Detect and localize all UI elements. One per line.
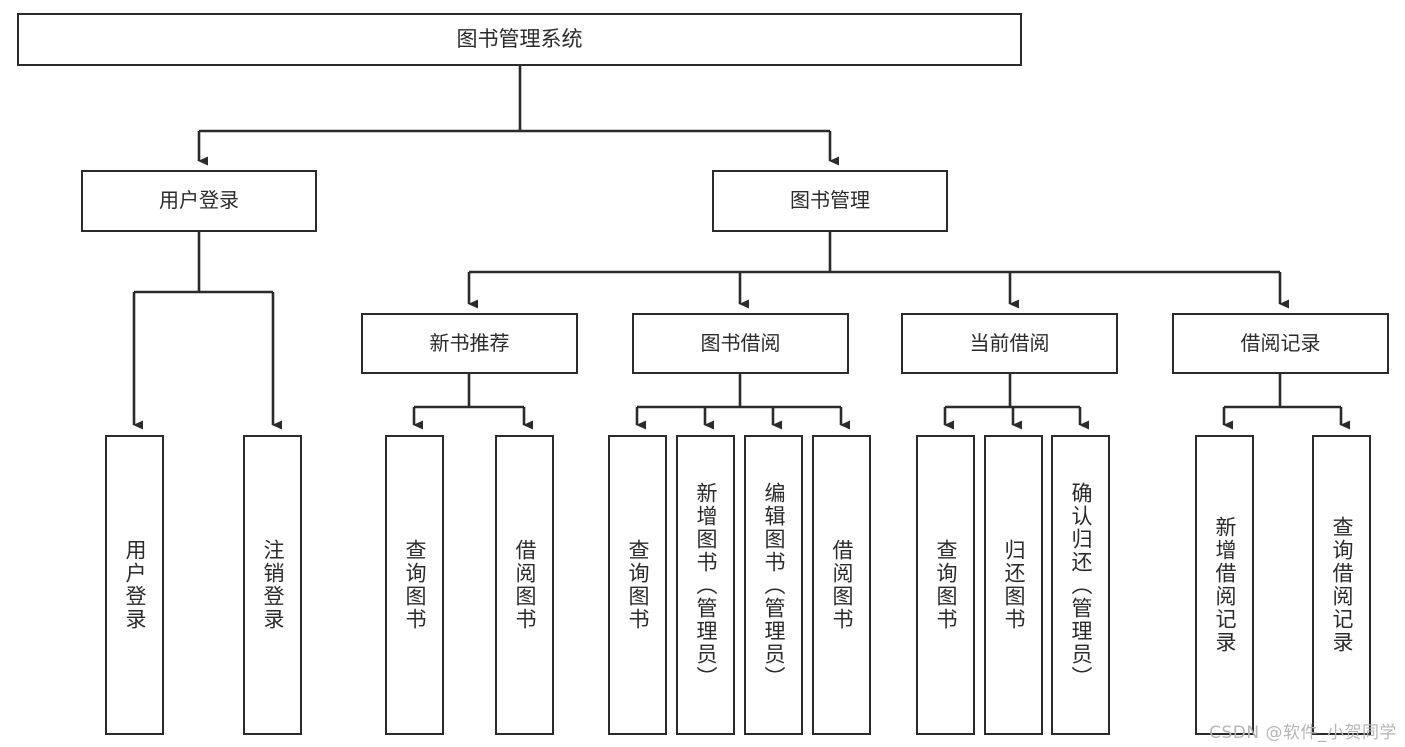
node-book-borrow[interactable]: 图书借阅 [632, 313, 849, 374]
node-leaf-new-book-query-label: 查询图书 [403, 539, 427, 631]
node-leaf-book-borrow-add-label: 新增图书（管理员） [694, 481, 718, 689]
watermark-text: CSDN @软件_小贺同学 [1209, 723, 1397, 743]
node-borrow-record[interactable]: 借阅记录 [1172, 313, 1389, 374]
node-user-login[interactable]: 用户登录 [81, 170, 317, 232]
node-leaf-new-book-query[interactable]: 查询图书 [385, 435, 444, 735]
node-leaf-user-login-signout-label: 注销登录 [261, 539, 285, 631]
node-leaf-current-borrow-confirm-label: 确认归还（管理员） [1069, 481, 1093, 689]
node-leaf-book-borrow-query-label: 查询图书 [626, 539, 650, 631]
node-current-borrow-label: 当前借阅 [969, 330, 1050, 355]
node-leaf-new-book-borrow-label: 借阅图书 [513, 539, 537, 631]
node-new-book-recommend[interactable]: 新书推荐 [361, 313, 578, 374]
node-user-login-label: 用户登录 [159, 188, 239, 213]
node-leaf-book-borrow-edit[interactable]: 编辑图书（管理员） [744, 435, 803, 735]
node-leaf-current-borrow-query[interactable]: 查询图书 [916, 435, 975, 735]
node-leaf-current-borrow-confirm[interactable]: 确认归还（管理员） [1051, 435, 1110, 735]
node-leaf-borrow-record-add[interactable]: 新增借阅记录 [1195, 435, 1254, 735]
node-new-book-recommend-label: 新书推荐 [429, 330, 510, 355]
node-leaf-user-login-signout[interactable]: 注销登录 [243, 435, 302, 735]
node-leaf-current-borrow-return[interactable]: 归还图书 [984, 435, 1043, 735]
node-leaf-book-borrow-edit-label: 编辑图书（管理员） [762, 481, 786, 689]
node-root-system[interactable]: 图书管理系统 [17, 13, 1022, 66]
node-leaf-borrow-record-add-label: 新增借阅记录 [1213, 516, 1237, 654]
node-current-borrow[interactable]: 当前借阅 [901, 313, 1118, 374]
node-leaf-book-borrow-borrow[interactable]: 借阅图书 [812, 435, 871, 735]
node-leaf-borrow-record-query[interactable]: 查询借阅记录 [1312, 435, 1371, 735]
node-borrow-record-label: 借阅记录 [1240, 330, 1321, 355]
node-leaf-user-login-signin[interactable]: 用户登录 [105, 435, 164, 735]
node-leaf-book-borrow-add[interactable]: 新增图书（管理员） [676, 435, 735, 735]
node-leaf-borrow-record-query-label: 查询借阅记录 [1330, 516, 1354, 654]
node-root-system-label: 图书管理系统 [456, 27, 583, 52]
node-book-borrow-label: 图书借阅 [700, 330, 781, 355]
node-book-manage-label: 图书管理 [790, 188, 870, 213]
node-leaf-user-login-signin-label: 用户登录 [123, 539, 147, 631]
node-leaf-current-borrow-query-label: 查询图书 [934, 539, 958, 631]
node-leaf-current-borrow-return-label: 归还图书 [1002, 539, 1026, 631]
node-leaf-book-borrow-borrow-label: 借阅图书 [830, 539, 854, 631]
node-book-manage[interactable]: 图书管理 [712, 170, 948, 232]
node-leaf-new-book-borrow[interactable]: 借阅图书 [495, 435, 554, 735]
node-leaf-book-borrow-query[interactable]: 查询图书 [608, 435, 667, 735]
